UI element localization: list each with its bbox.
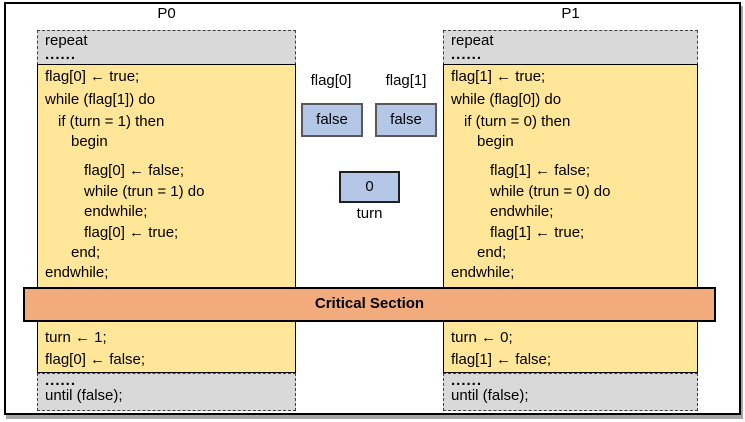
code-line: while (flag[0]) do (451, 91, 562, 108)
code-line: turn ← 0; (451, 329, 513, 346)
p0-entry-code: flag[0] ← true; while (flag[1]) do if (t… (38, 67, 295, 283)
code-line: flag[0] ← true; (45, 68, 140, 85)
turn-value-box: 0 (339, 171, 400, 203)
process-p0-title: P0 (157, 5, 176, 22)
flag0-value-box: false (301, 103, 363, 137)
p0-dots-bottom: ...... (45, 372, 77, 389)
code-line: if (turn = 1) then (58, 113, 165, 130)
code-line: end; (477, 244, 507, 261)
code-line: end; (71, 244, 101, 261)
code-line: flag[1] ← true; (490, 224, 585, 241)
p1-repeat-box: repeat ...... (443, 30, 698, 65)
code-line: flag[0] ← false; (45, 351, 146, 368)
flag1-variable-label: flag[1] (385, 72, 427, 89)
p0-until-label: until (false); (45, 387, 123, 404)
p1-dots-bottom: ...... (451, 372, 483, 389)
p1-dots-top: ...... (451, 46, 483, 63)
code-line: flag[1] ← false; (490, 162, 591, 179)
p0-repeat-box: repeat ...... (37, 30, 296, 65)
p0-until-box: ...... until (false); (37, 373, 296, 411)
p0-dots-top: ...... (45, 46, 77, 63)
p1-until-label: until (false); (451, 387, 529, 404)
code-line: while (flag[1]) do (45, 91, 156, 108)
code-line: begin (71, 133, 108, 150)
flag0-variable-label: flag[0] (310, 72, 352, 89)
code-line: turn ← 1; (45, 329, 107, 346)
p0-exit-code: turn ← 1; flag[0] ← false; (38, 327, 145, 371)
p1-exit-code: turn ← 0; flag[1] ← false; (444, 327, 551, 371)
code-line: flag[1] ← false; (451, 351, 552, 368)
process-p1-title: P1 (561, 5, 580, 22)
code-line: while (trun = 0) do (490, 183, 611, 200)
code-line: flag[0] ← true; (84, 224, 179, 241)
code-line: endwhile; (451, 264, 515, 281)
p1-entry-code: flag[1] ← true; while (flag[0]) do if (t… (444, 67, 699, 283)
code-line: flag[0] ← false; (84, 162, 185, 179)
p1-until-box: ...... until (false); (443, 373, 698, 411)
code-line: endwhile; (84, 203, 148, 220)
code-line: flag[1] ← true; (451, 68, 546, 85)
turn-variable-label: turn (356, 205, 383, 222)
p0-repeat-label: repeat (45, 32, 88, 49)
code-line: while (trun = 1) do (84, 183, 205, 200)
flag1-value-box: false (375, 103, 437, 137)
code-line: endwhile; (490, 203, 554, 220)
code-line: if (turn = 0) then (464, 113, 571, 130)
p1-repeat-label: repeat (451, 32, 494, 49)
code-line: endwhile; (45, 264, 109, 281)
code-line: begin (477, 133, 514, 150)
critical-section-bar: Critical Section (23, 287, 716, 322)
